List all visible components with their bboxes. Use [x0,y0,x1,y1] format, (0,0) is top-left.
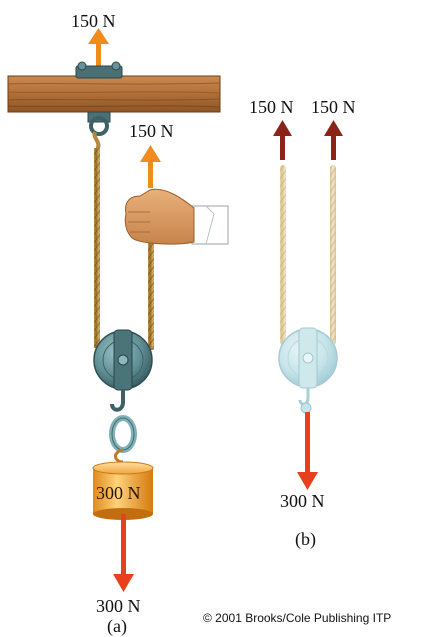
bottom-force-label-a: 300 N [96,596,141,616]
panel-a [7,28,229,592]
right-force-arrow-b [324,120,343,160]
ceiling-eye-hook [89,116,109,136]
caption-b: (b) [295,529,316,549]
weight-label: 300 N [96,483,141,503]
bottom-force-label-b: 300 N [280,491,325,511]
hand-icon [124,188,229,245]
top-force-arrow [88,28,109,68]
bottom-force-arrow-b [297,412,318,490]
rope-right-a [148,228,154,350]
rope-right-b [330,165,336,345]
rope-left-b [280,165,286,345]
copyright-notice: © 2001 Brooks/Cole Publishing ITP [203,611,392,625]
hand-force-arrow [140,145,161,188]
caption-a: (a) [107,616,127,636]
panel-b [273,120,343,490]
right-force-label-b: 150 N [311,97,356,117]
rope-left-a [92,131,101,348]
top-force-label: 150 N [71,11,116,31]
pulley-wheel [93,329,153,391]
pulley-wheel-b [278,327,338,414]
left-force-arrow-b [273,120,292,160]
bottom-force-arrow-a [113,514,134,592]
hand-force-label: 150 N [129,121,174,141]
chain-ring [109,415,137,453]
pulley-hook [110,390,125,412]
ceiling-beam [7,75,221,113]
left-force-label-b: 150 N [249,97,294,117]
